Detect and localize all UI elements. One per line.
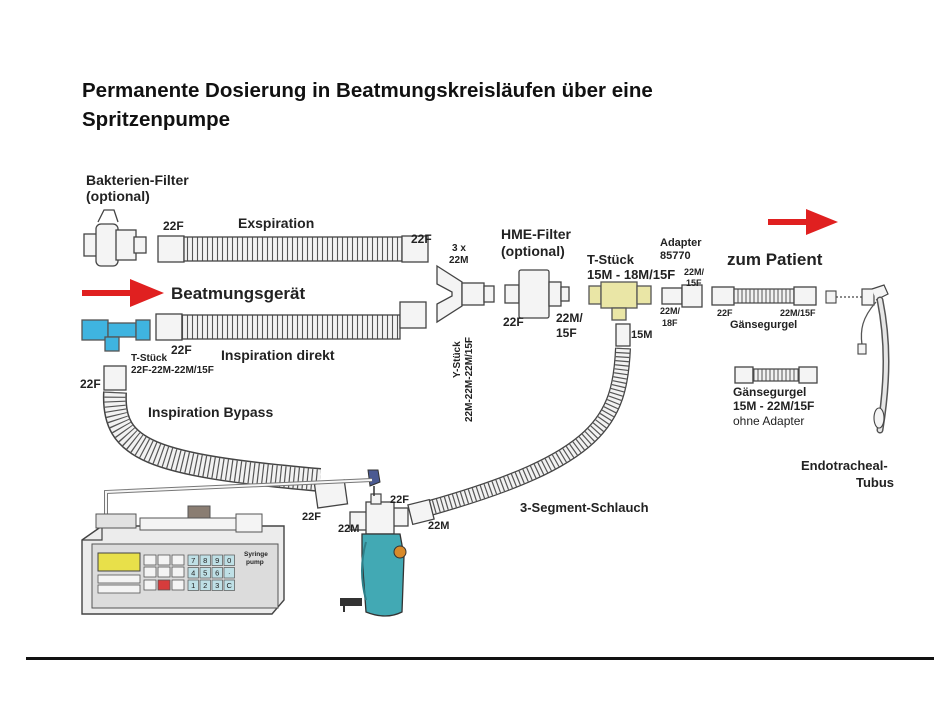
bypass-22f-label: 22F [80, 377, 101, 391]
pump-key [187, 554, 199, 566]
endotracheal-tube [825, 284, 890, 434]
adapter-22m-label: 22M/ [684, 267, 705, 277]
beatmungsgeraet-label: Beatmungsgerät [171, 284, 305, 303]
pump-key-label: 2 [203, 581, 207, 590]
t-15m-label: 15M [631, 329, 652, 341]
vap-22f-top-label: 22F [390, 494, 409, 506]
t-stueck-left-spec: 22F-22M-22M/15F [131, 365, 214, 376]
inspiration-direkt-label: Inspiration direkt [221, 347, 335, 363]
syringe-pump [81, 505, 285, 615]
gaensegurgel-label: Gänsegurgel [730, 319, 797, 331]
pump-key-label: 5 [203, 569, 207, 578]
goose-neck-standalone [734, 366, 818, 384]
adapter-number: 85770 [660, 250, 691, 262]
inspiration-bypass-label: Inspiration Bypass [148, 404, 273, 420]
pump-label-2: pump [246, 559, 264, 566]
endotracheal-label: Endotracheal- [801, 458, 888, 473]
adapter [661, 284, 703, 308]
gaensegurgel2-spec: 15M - 22M/15F [733, 399, 814, 413]
pump-key-label: 8 [203, 556, 207, 565]
t-stueck-label: T-Stück [587, 252, 635, 267]
segment-schlauch-label: 3-Segment-Schlauch [520, 500, 649, 515]
y-piece [436, 264, 495, 324]
pump-key-label: · [228, 569, 231, 578]
pump-key-label: 1 [191, 581, 195, 590]
pump-key [187, 579, 199, 591]
tubus-label: Tubus [856, 475, 894, 490]
ventilator-arrow-icon [82, 279, 164, 307]
vaporizer-chamber [340, 493, 409, 617]
title-line-2: Spritzenpumpe [82, 108, 230, 131]
pump-key-label: 0 [227, 556, 231, 565]
vap-22m-left-label: 22M [338, 523, 359, 535]
pump-label-1: Syringe [244, 551, 268, 558]
t-stueck-spec: 15M - 18M/15F [587, 267, 675, 282]
pump-key [223, 554, 235, 566]
y-stueck-label: Y-Stück [452, 341, 463, 378]
y-3x-label: 3 x [452, 243, 466, 254]
pump-key [211, 579, 223, 591]
bakterien-filter-optional: (optional) [86, 188, 150, 204]
three-segment-hose [407, 323, 631, 526]
pump-key [187, 567, 199, 579]
bacteria-filter [83, 209, 147, 267]
gans-22m-label: 22M/15F [780, 308, 816, 318]
ad-18f-label: 18F [662, 318, 678, 328]
bakterien-filter-label: Bakterien-Filter [86, 172, 189, 188]
filter-22f-label: 22F [163, 219, 184, 233]
goose-neck [711, 286, 817, 306]
y-22m-label: 22M [449, 255, 468, 266]
gaensegurgel2-label: Gänsegurgel [733, 385, 806, 399]
expiration-tube [157, 235, 429, 263]
syringe-connector [367, 469, 381, 496]
ohne-adapter-label: ohne Adapter [733, 414, 804, 428]
title-line-1: Permanente Dosierung in Beatmungskreislä… [82, 79, 653, 102]
pump-key [223, 579, 235, 591]
vap-22m-right-label: 22M [428, 520, 449, 532]
pump-key [199, 554, 211, 566]
pump-key [223, 567, 235, 579]
blue-t-piece [81, 319, 151, 352]
pump-key [199, 579, 211, 591]
zum-patient-label: zum Patient [727, 250, 823, 269]
pump-key-label: 7 [191, 556, 195, 565]
pump-key [211, 567, 223, 579]
hme-filter-label: HME-Filter [501, 226, 572, 242]
pump-key-label: 9 [215, 556, 219, 565]
vap-22f-left-label: 22F [302, 511, 321, 523]
pump-key [199, 567, 211, 579]
patient-arrow-icon [768, 209, 838, 235]
adapter-15f-label: 15F [686, 278, 702, 288]
pump-key-label: 4 [191, 569, 195, 578]
hme-filter [504, 269, 570, 319]
inspiration-direct-tube [155, 301, 427, 341]
hme-22f-label: 22F [503, 315, 524, 329]
adapter-label: Adapter [660, 237, 702, 249]
yellow-t-piece [588, 281, 652, 321]
hme-15f-label: 15F [556, 326, 577, 340]
hme-22m-label: 22M/ [556, 311, 583, 325]
pump-key-label: 6 [215, 569, 219, 578]
exsp-22f-label: 22F [411, 232, 432, 246]
ad-22m-label: 22M/ [660, 306, 681, 316]
gans-22f-label: 22F [717, 308, 733, 318]
exspiration-label: Exspiration [238, 215, 314, 231]
y-stueck-spec: 22M-22M-22M/15F [464, 337, 475, 422]
t-stueck-left-label: T-Stück [131, 353, 168, 364]
pump-key-label: C [227, 581, 233, 590]
inspiration-bypass-tube [102, 365, 349, 509]
hme-filter-optional: (optional) [501, 243, 565, 259]
footer-rule [26, 657, 934, 660]
pump-key-label: 3 [215, 581, 219, 590]
pump-key [211, 554, 223, 566]
insp-22f-label: 22F [171, 343, 192, 357]
